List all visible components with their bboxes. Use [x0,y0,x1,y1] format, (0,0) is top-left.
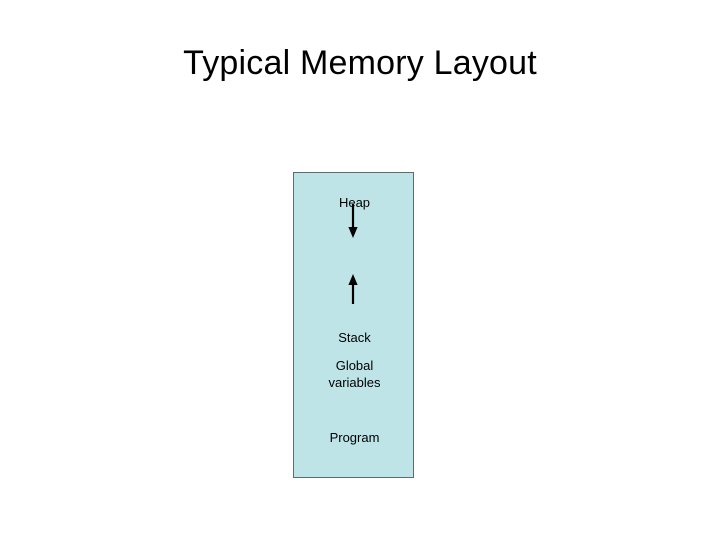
memory-block-global-variables: Global variables [293,347,414,409]
memory-block-stack: Stack [293,326,414,348]
memory-layout-diagram: Heap Stack Global variables Program [293,172,416,478]
page-title: Typical Memory Layout [183,44,537,82]
program-label: Program [329,430,380,445]
global-variables-label-line2: variables [328,375,381,390]
memory-block-program: Program [293,408,414,478]
memory-block-heap: Heap [293,172,414,327]
global-variables-label-line1: Global [335,358,374,373]
heap-label: Heap [338,195,371,210]
global-variables-label: Global variables [294,357,415,391]
stack-label: Stack [338,330,371,345]
